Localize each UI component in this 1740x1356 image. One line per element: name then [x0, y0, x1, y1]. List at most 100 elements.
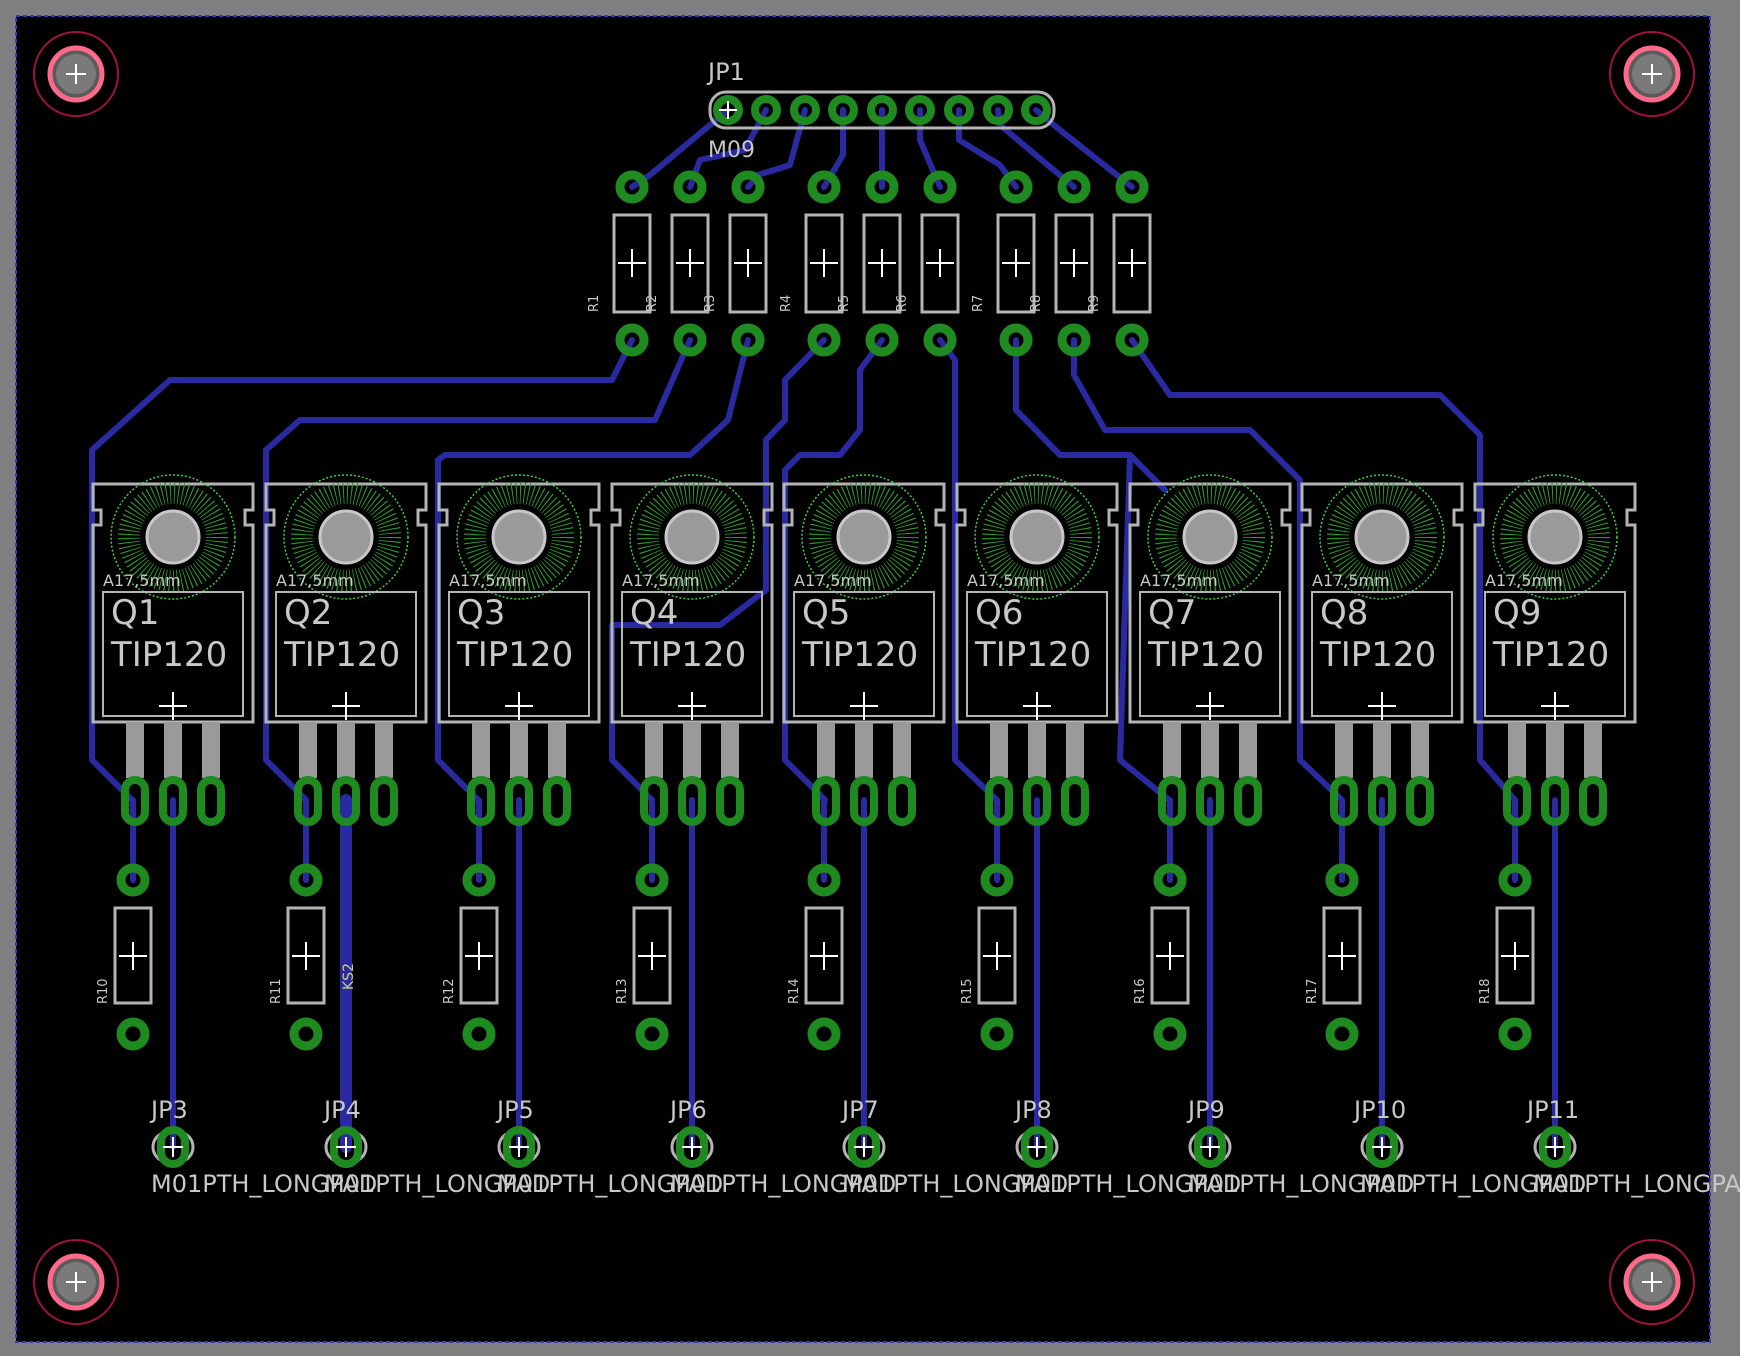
resistor-pad-bottom[interactable]: [1498, 1017, 1532, 1051]
transistor-pad[interactable]: [985, 776, 1013, 826]
transistor-pad[interactable]: [1196, 776, 1224, 826]
connector-pad[interactable]: [1021, 1126, 1053, 1168]
resistor-pad-top[interactable]: [807, 863, 841, 897]
resistor-pad-bottom[interactable]: [635, 1017, 669, 1051]
transistor-pad[interactable]: [1579, 776, 1607, 826]
resistor-pad-bottom[interactable]: [116, 1017, 150, 1051]
transistor-pad[interactable]: [812, 776, 840, 826]
transistor-pad[interactable]: [678, 776, 706, 826]
resistor-pad-top[interactable]: [1057, 170, 1091, 204]
resistor-pad-bottom[interactable]: [673, 323, 707, 357]
transistor-pad[interactable]: [716, 776, 744, 826]
resistor-r12[interactable]: R12: [442, 863, 499, 1051]
transistor-pad[interactable]: [1330, 776, 1358, 826]
transistor-pad[interactable]: [850, 776, 878, 826]
header-pin[interactable]: [867, 95, 897, 125]
resistor-pad-bottom[interactable]: [865, 323, 899, 357]
transistor-pad[interactable]: [332, 776, 360, 826]
header-pin[interactable]: [905, 95, 935, 125]
transistor-pad[interactable]: [1061, 776, 1089, 826]
resistor-pad-bottom[interactable]: [1325, 1017, 1359, 1051]
transistor-pad[interactable]: [1368, 776, 1396, 826]
transistor-pad[interactable]: [467, 776, 495, 826]
resistor-pad-top[interactable]: [731, 170, 765, 204]
connector-pad[interactable]: [1539, 1126, 1571, 1168]
resistor-pad-top[interactable]: [1153, 863, 1187, 897]
header-pin[interactable]: [944, 95, 974, 125]
connector-pad[interactable]: [848, 1126, 880, 1168]
resistor-pad-top[interactable]: [999, 170, 1033, 204]
header-jp1[interactable]: JP1 M09: [706, 58, 1056, 163]
resistor-pad-bottom[interactable]: [462, 1017, 496, 1051]
resistor-r15[interactable]: R15: [960, 863, 1017, 1051]
header-pin[interactable]: [751, 95, 781, 125]
resistor-r10[interactable]: R10: [96, 863, 153, 1051]
transistor-pad[interactable]: [121, 776, 149, 826]
resistor-r5[interactable]: R5: [837, 170, 902, 357]
resistor-r3[interactable]: R3: [703, 170, 768, 357]
resistor-pad-top[interactable]: [673, 170, 707, 204]
resistor-pad-top[interactable]: [462, 863, 496, 897]
resistor-r17[interactable]: R17: [1305, 863, 1362, 1051]
resistor-r11[interactable]: R11: [269, 863, 326, 1051]
resistor-pad-top[interactable]: [116, 863, 150, 897]
resistor-pad-bottom[interactable]: [289, 1017, 323, 1051]
resistor-pad-bottom[interactable]: [615, 323, 649, 357]
transistor-pad[interactable]: [543, 776, 571, 826]
header-pin[interactable]: [1021, 95, 1051, 125]
transistor-pad[interactable]: [1158, 776, 1186, 826]
resistor-pad-bottom[interactable]: [807, 1017, 841, 1051]
resistor-r1[interactable]: R1: [587, 170, 652, 357]
resistor-r14[interactable]: R14: [787, 863, 844, 1051]
resistor-pad-bottom[interactable]: [1057, 323, 1091, 357]
header-pin[interactable]: [790, 95, 820, 125]
resistor-pad-bottom[interactable]: [1153, 1017, 1187, 1051]
transistor-pad[interactable]: [370, 776, 398, 826]
resistor-pad-bottom[interactable]: [731, 323, 765, 357]
resistor-r7[interactable]: R7: [971, 170, 1036, 357]
resistor-pad-bottom[interactable]: [999, 323, 1033, 357]
connector-pad[interactable]: [1366, 1126, 1398, 1168]
resistor-pad-bottom[interactable]: [923, 323, 957, 357]
transistor-pad[interactable]: [1503, 776, 1531, 826]
transistor-pad[interactable]: [294, 776, 322, 826]
resistor-pad-bottom[interactable]: [807, 323, 841, 357]
resistor-pad-top[interactable]: [615, 170, 649, 204]
resistor-pad-bottom[interactable]: [980, 1017, 1014, 1051]
resistor-pad-top[interactable]: [1325, 863, 1359, 897]
resistor-pad-top[interactable]: [923, 170, 957, 204]
header-pin[interactable]: [828, 95, 858, 125]
resistor-pad-top[interactable]: [865, 170, 899, 204]
resistor-r2[interactable]: R2: [645, 170, 710, 357]
header-pin[interactable]: [713, 95, 743, 125]
transistor-pad[interactable]: [1541, 776, 1569, 826]
transistor-pad[interactable]: [197, 776, 225, 826]
resistor-pad-top[interactable]: [807, 170, 841, 204]
resistor-pad-top[interactable]: [980, 863, 1014, 897]
transistor-pad[interactable]: [1234, 776, 1262, 826]
transistor-pad[interactable]: [505, 776, 533, 826]
connector-pad[interactable]: [676, 1126, 708, 1168]
resistor-pad-bottom[interactable]: [1115, 323, 1149, 357]
resistor-pad-top[interactable]: [635, 863, 669, 897]
resistor-r8[interactable]: R8: [1029, 170, 1094, 357]
resistor-r13[interactable]: R13: [615, 863, 672, 1051]
transistor-pad[interactable]: [888, 776, 916, 826]
transistor-pad[interactable]: [1023, 776, 1051, 826]
resistor-pad-top[interactable]: [1498, 863, 1532, 897]
